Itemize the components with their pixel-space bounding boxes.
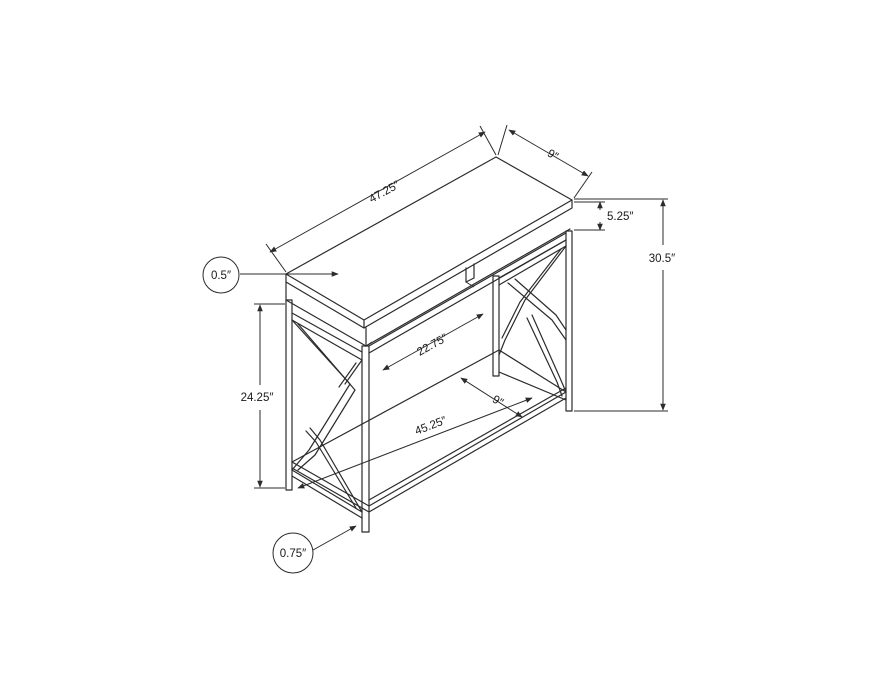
lower-height-label: 24.25″ bbox=[241, 392, 274, 404]
back-left-leg bbox=[285, 299, 293, 491]
dimension-lines bbox=[240, 124, 668, 551]
left-x-frame bbox=[291, 312, 363, 519]
right-legs bbox=[492, 230, 573, 412]
bottom-shelf-depth-label: 9″ bbox=[490, 394, 505, 410]
total-height-label: 30.5″ bbox=[649, 253, 675, 265]
top-thickness-callout-circle bbox=[202, 256, 240, 294]
shelf-height-label: 5.25″ bbox=[607, 211, 633, 223]
depth-top-label: 9″ bbox=[545, 148, 560, 164]
leg-size-label: 0.75″ bbox=[280, 548, 306, 560]
open-compartment bbox=[285, 228, 571, 347]
right-x-frame bbox=[498, 239, 567, 401]
top-thickness-label: 0.5″ bbox=[211, 270, 231, 282]
bottom-shelf-width-label: 45.25″ bbox=[413, 415, 448, 438]
width-label: 47.25″ bbox=[367, 179, 402, 205]
leg-size-callout-circle bbox=[272, 532, 314, 574]
table-top bbox=[285, 156, 573, 329]
inner-width-label: 22.75″ bbox=[415, 332, 450, 358]
